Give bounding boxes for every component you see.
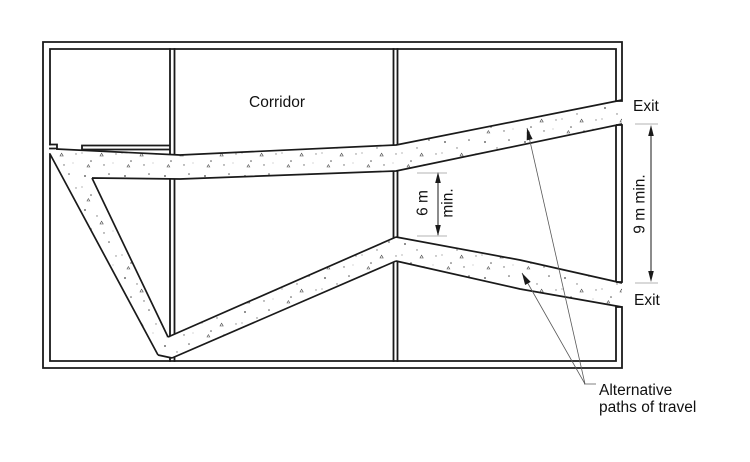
alt-paths-label-line2: paths of travel [599, 399, 696, 416]
corridor-label: Corridor [249, 94, 305, 111]
alt-paths-label-line1: Alternative [599, 382, 672, 399]
building-walls [42, 41, 623, 369]
leader-lines [521, 127, 596, 385]
dimension-9m-arrow-down-icon [648, 271, 654, 282]
dimension-9m-label: 9 m min. [632, 174, 649, 233]
dimension-6m: 6 m min. [415, 172, 457, 237]
exit-gap-caps [616, 100, 622, 308]
inner-wall [49, 48, 617, 362]
interior-wall-right [392, 48, 399, 362]
dimension-9m-extension-lines [635, 123, 658, 284]
dimension-6m-label-unit: min. [440, 188, 457, 217]
dimension-9m: 9 m min. [632, 123, 658, 284]
interior-wall-left [169, 48, 176, 362]
travel-path-edges [49, 99, 623, 359]
dimension-6m-arrow-up-icon [435, 172, 441, 183]
alt-paths-leaders [521, 127, 596, 385]
leader-arrowhead-upper-path-icon [526, 128, 533, 141]
dimension-9m-arrow-up-icon [648, 125, 654, 136]
outer-wall [42, 41, 623, 369]
dimension-6m-extension-lines [417, 172, 447, 237]
leader-arrowhead-lower-path-icon [522, 273, 531, 285]
corridor-partition-wall [49, 143, 170, 151]
exit-top-label: Exit [633, 98, 660, 115]
dimension-6m-arrow-down-icon [435, 225, 441, 236]
dimension-6m-label-value: 6 m [415, 190, 432, 216]
exit-bottom-label: Exit [634, 292, 661, 309]
travel-path-fill [50, 100, 622, 358]
